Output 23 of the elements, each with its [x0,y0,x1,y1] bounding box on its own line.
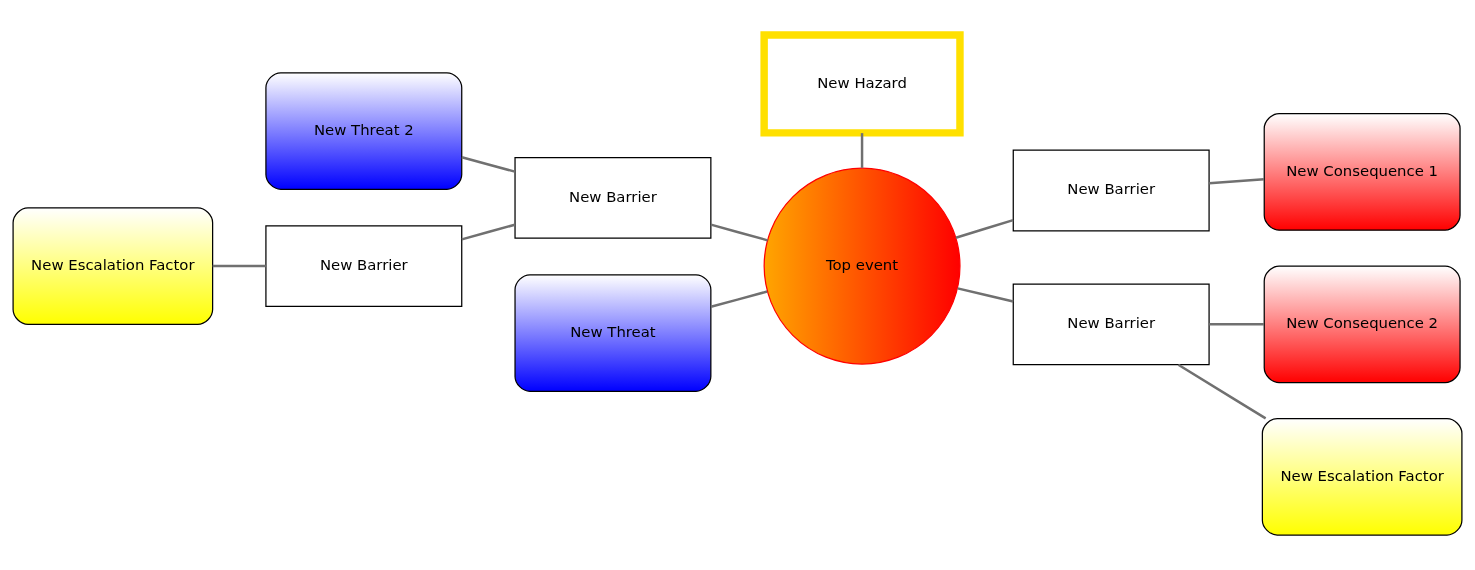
node-box: New Escalation Factor [12,207,214,325]
connector [957,287,1014,303]
node-box: New Escalation Factor [1261,417,1463,536]
node-box: New Barrier [1012,149,1210,232]
node-box: New Threat 2 [265,72,463,190]
connector [212,264,266,268]
connector [710,290,768,308]
connector [955,218,1014,239]
node-box: New Consequence 1 [1263,113,1461,231]
connector [461,156,516,173]
node-box: New Threat [514,274,712,392]
connector [1209,177,1265,185]
connector [461,223,516,241]
connector [860,133,864,168]
connector [1177,363,1267,420]
node-box: New Barrier [514,157,712,239]
node-box: New Barrier [1012,283,1210,366]
node-box: New Barrier [265,225,463,307]
node-box: New Consequence 2 [1263,265,1461,384]
connector [710,223,768,242]
connector [1209,323,1264,326]
node-circle: Top event [763,167,961,365]
node-box: New Hazard [760,31,964,137]
